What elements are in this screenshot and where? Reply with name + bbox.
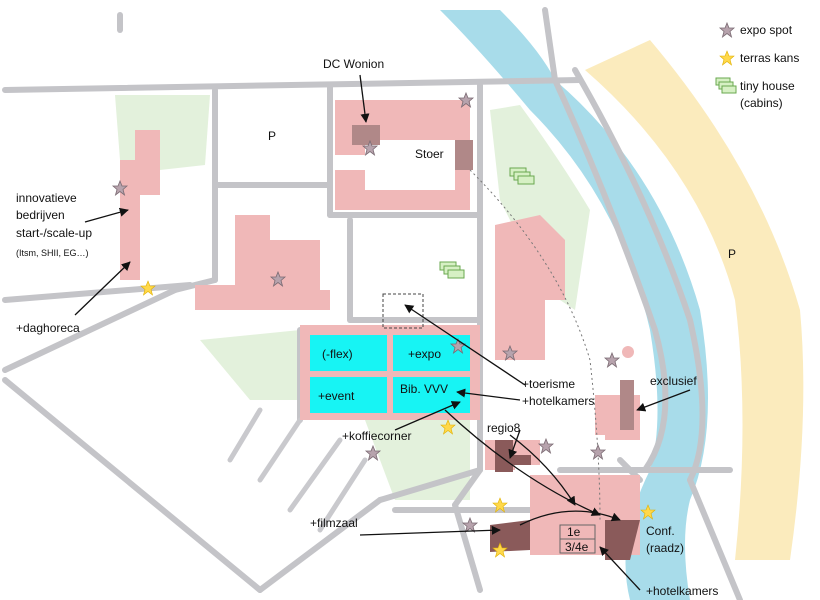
label-floor-1e: 1e — [567, 525, 581, 539]
label-hotelkamers-bottom: +hotelkamers — [646, 584, 718, 598]
dotted-route — [469, 169, 601, 521]
legend-terras-kans-label: terras kans — [740, 51, 799, 65]
label-toerisme: +toerisme — [522, 377, 575, 391]
label-p-right: P — [728, 247, 736, 261]
map-legend: expo spot terras kans tiny house (cabins… — [715, 21, 799, 110]
legend-expo-spot-icon — [718, 21, 736, 39]
label-regio8: regio8 — [487, 421, 521, 435]
legend-terras-kans-icon — [719, 50, 735, 66]
map-labels: P P DC Wonion Stoer innovatieve bedrijve… — [16, 57, 736, 598]
label-innovatieve-1: innovatieve — [16, 191, 77, 205]
sand-area — [585, 40, 804, 560]
label-floor-34e: 3/4e — [565, 540, 589, 554]
label-innovatieve-4: (Itsm, SHII, EG…) — [16, 248, 89, 258]
label-stoer: Stoer — [415, 147, 444, 161]
legend-tiny-house-icon — [715, 77, 737, 94]
label-daghoreca: +daghoreca — [16, 321, 80, 335]
label-innovatieve-3: start-/scale-up — [16, 226, 92, 240]
terras-kans-markers — [140, 280, 656, 558]
legend-expo-spot-label: expo spot — [740, 23, 793, 37]
label-conf-2: (raadz) — [646, 541, 684, 555]
dashed-marker-box — [382, 293, 424, 329]
annotation-arrows — [74, 74, 691, 591]
tiny-house-cabins — [439, 167, 535, 279]
label-filmzaal: +filmzaal — [310, 516, 358, 530]
label-expo: +expo — [408, 347, 441, 361]
label-conf-1: Conf. — [646, 524, 675, 538]
label-flex: (-flex) — [322, 347, 353, 361]
label-koffiecorner: +koffiecorner — [342, 429, 412, 443]
label-innovatieve-2: bedrijven — [16, 208, 65, 222]
legend-tiny-house-label-1: tiny house — [740, 79, 795, 93]
label-hotelkamers-mid: +hotelkamers — [522, 394, 594, 408]
label-dc-wonion: DC Wonion — [323, 57, 384, 71]
label-p-left: P — [268, 129, 276, 143]
label-exclusief: exclusief — [650, 374, 697, 388]
label-event: +event — [318, 389, 355, 403]
label-bib: Bib. VVV — [400, 382, 448, 396]
expo-spot-markers — [111, 91, 621, 534]
road-network — [2, 7, 743, 600]
legend-tiny-house-label-2: (cabins) — [740, 96, 783, 110]
